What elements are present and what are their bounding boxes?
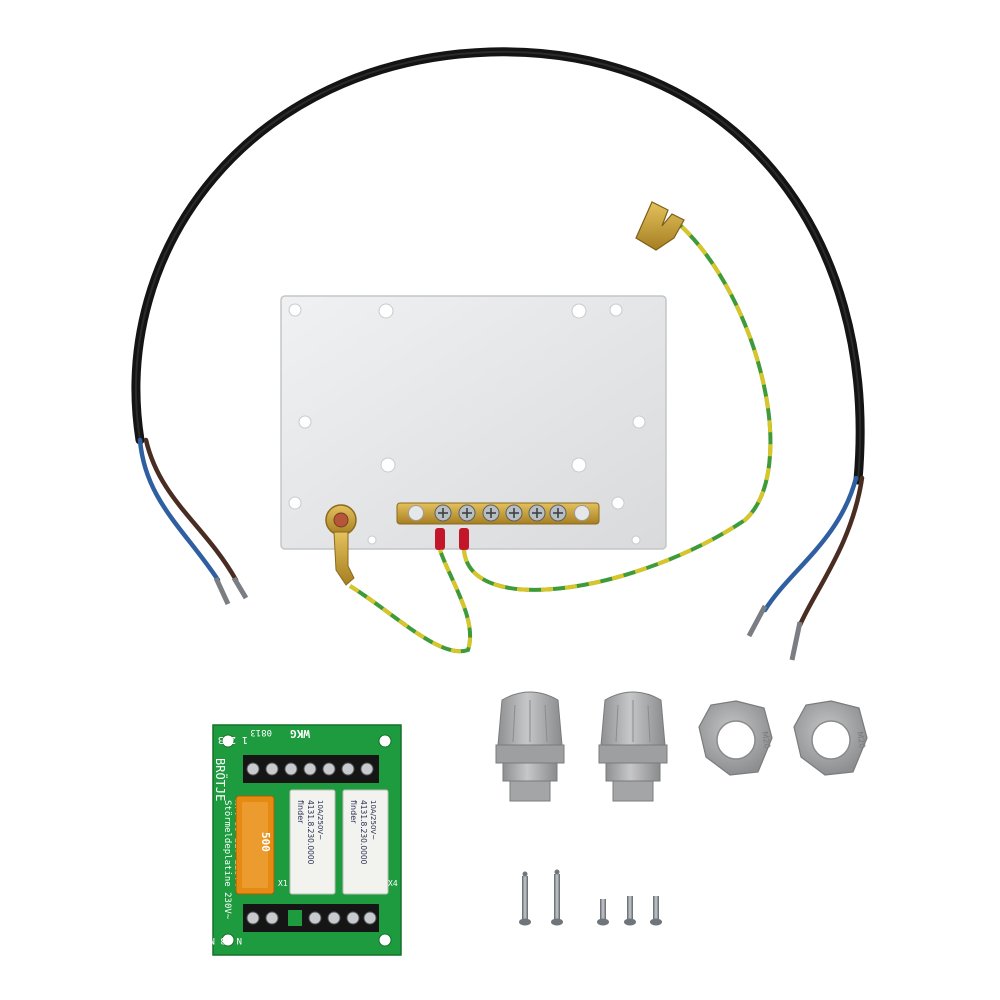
left-cable-wires <box>137 437 249 606</box>
short-screw-2 <box>624 896 636 926</box>
screws <box>519 869 662 926</box>
pcb-marker-x1: X1 <box>278 879 288 888</box>
relay-1-model: 4131.8.230.0000 <box>306 800 315 865</box>
relay-1: finder 4131.8.230.0000 10A/250V~ <box>289 789 336 895</box>
pcb-code: 0813 <box>250 727 272 737</box>
lock-nut-2: M20 <box>793 700 868 776</box>
terminal-strip-bottom <box>243 904 379 932</box>
power-cable <box>131 47 865 485</box>
right-ferrules <box>746 604 803 661</box>
relay-2-model: 4131.8.230.0000 <box>359 800 368 865</box>
relay-2: finder 4131.8.230.0000 10A/250V~ <box>342 789 389 895</box>
pcb-fuse: 500 <box>235 795 275 895</box>
terminal-strip-top <box>243 755 379 783</box>
relay-1-rating: 10A/250V~ <box>316 800 324 840</box>
left-ferrules <box>213 576 249 606</box>
crimp-connectors <box>435 528 469 550</box>
fuse-label: 500 <box>259 832 272 852</box>
pcb-terminal-numbers-top: 1 2 3 4 5 6 7 <box>170 734 248 745</box>
relay-1-brand: finder <box>296 800 305 824</box>
pcb-logo: WKG <box>290 727 310 740</box>
short-screw-1 <box>597 899 609 926</box>
earth-wire-long <box>462 223 773 592</box>
mounting-plate <box>280 295 667 550</box>
short-screw-3 <box>650 896 662 926</box>
lock-nut-1-label: M20 <box>760 731 772 749</box>
lock-nut-2-label: M20 <box>855 731 867 749</box>
right-cable-wires <box>746 475 865 661</box>
earth-wire-short <box>348 549 473 654</box>
spade-connector <box>635 201 685 251</box>
cable-gland-1 <box>495 691 565 802</box>
plate-holes <box>288 303 646 545</box>
cable-gland-2 <box>598 691 668 802</box>
earth-stud <box>325 504 357 586</box>
earth-terminal-bar <box>396 502 600 525</box>
relay-2-rating: 10A/250V~ <box>369 800 377 840</box>
relay-2-brand: finder <box>349 800 358 824</box>
pcb-terminal-labels-bottom: N 13 N 12 L1 N N <box>155 935 242 945</box>
long-screw-1 <box>519 871 531 926</box>
pcb-line-1: Störmeldeplatine 230V~ <box>222 800 232 920</box>
alarm-pcb: 1 2 3 4 5 6 7 WKG 0813 BRÖTJE Störmeldep… <box>155 724 402 956</box>
pcb-brand: BRÖTJE <box>213 758 229 801</box>
pcb-marker-x4: X4 <box>388 879 398 888</box>
long-screw-2 <box>551 869 563 926</box>
lock-nut-1: M20 <box>698 700 773 776</box>
